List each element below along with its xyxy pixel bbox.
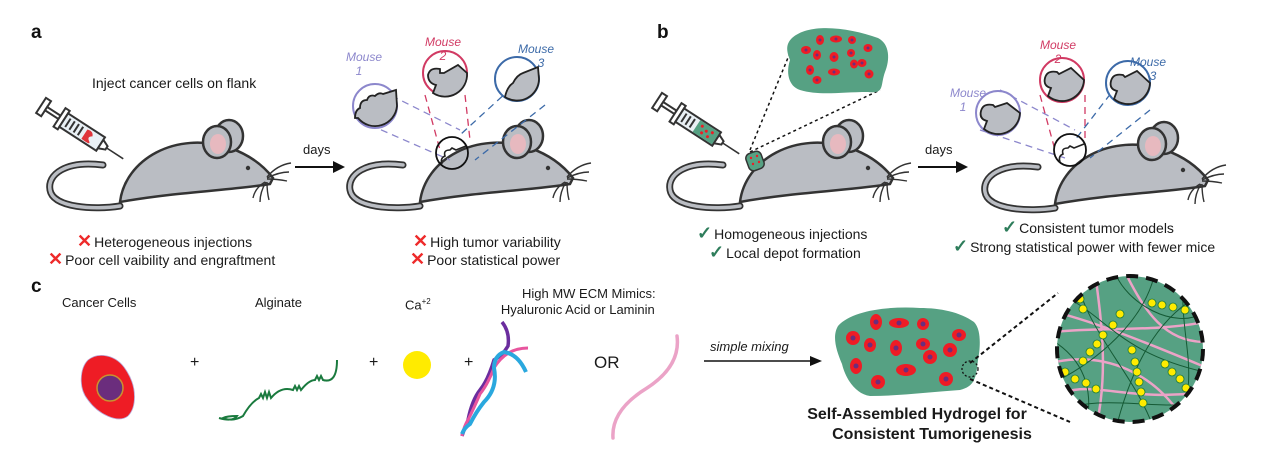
arrow-icon xyxy=(704,356,822,366)
check-mark-icon: ✓ xyxy=(953,236,969,256)
panel-a-right-bullet-2: ✕Poor statistical power xyxy=(410,249,561,269)
arrow-icon xyxy=(918,161,968,173)
check-mark-icon: ✓ xyxy=(709,242,725,262)
ecm-mimics-title: High MW ECM Mimics: Hyaluronic Acid or L… xyxy=(500,286,656,317)
plus-operator: + xyxy=(369,354,379,371)
panel-c-letter: c xyxy=(31,276,42,297)
mouse-illustration xyxy=(46,118,292,212)
plus-operator: + xyxy=(464,354,474,371)
plus-operator: + xyxy=(190,354,200,371)
zoom-lines xyxy=(969,292,1071,423)
panel-a-left-bullet-2: ✕Poor cell vaibility and engraftment xyxy=(48,249,276,269)
panel-a-right-bullet-1: ✕High tumor variability xyxy=(413,231,561,251)
or-operator: OR xyxy=(594,353,620,372)
x-mark-icon: ✕ xyxy=(413,231,429,251)
hydrogel-result-title: Self-Assembled Hydrogel for Consistent T… xyxy=(807,406,1032,443)
mouse-illustration xyxy=(981,120,1227,214)
hydrogel-network-magnified-icon xyxy=(1055,274,1205,424)
x-mark-icon: ✕ xyxy=(48,249,64,269)
x-mark-icon: ✕ xyxy=(410,249,426,269)
syringe-icon xyxy=(650,91,740,155)
laminin-strands-icon xyxy=(460,320,529,437)
tumor-zoom-lines xyxy=(352,50,546,170)
cancer-cell-icon xyxy=(80,355,135,420)
tumor-zoom-lines xyxy=(975,57,1151,167)
check-mark-icon: ✓ xyxy=(1002,217,1018,237)
mouse-illustration xyxy=(346,118,592,212)
panel-b-left-bullet-1: ✓Homogeneous injections xyxy=(697,223,868,243)
hydrogel-result-icon xyxy=(835,307,980,396)
panel-a-letter: a xyxy=(31,22,42,43)
syringe-icon xyxy=(34,96,124,160)
check-mark-icon: ✓ xyxy=(697,223,713,243)
cancer-cells-label: Cancer Cells xyxy=(62,295,137,310)
calcium-ion-icon xyxy=(403,351,431,379)
panel-b-right-bullet-2: ✓Strong statistical power with fewer mic… xyxy=(953,236,1216,256)
panel-b-left-bullet-2: ✓Local depot formation xyxy=(709,242,861,262)
panel-a-instruction: Inject cancer cells on flank xyxy=(92,75,257,91)
alginate-strand-icon xyxy=(218,359,338,421)
arrow-icon xyxy=(295,161,345,173)
panel-a-left-bullet-1: ✕Heterogeneous injections xyxy=(77,231,253,251)
panel-b-letter: b xyxy=(657,22,669,43)
days-label: days xyxy=(925,142,953,157)
hydrogel-depot-zoom xyxy=(749,28,889,153)
panel-b-right-bullet-1: ✓Consistent tumor models xyxy=(1002,217,1174,237)
mouse-illustration xyxy=(666,118,912,212)
simple-mixing-label: simple mixing xyxy=(710,339,789,354)
calcium-label: Ca+2 xyxy=(405,297,431,313)
hyaluronic-acid-strand-icon xyxy=(611,334,680,440)
days-label: days xyxy=(303,142,331,157)
alginate-label: Alginate xyxy=(255,295,302,310)
x-mark-icon: ✕ xyxy=(77,231,93,251)
